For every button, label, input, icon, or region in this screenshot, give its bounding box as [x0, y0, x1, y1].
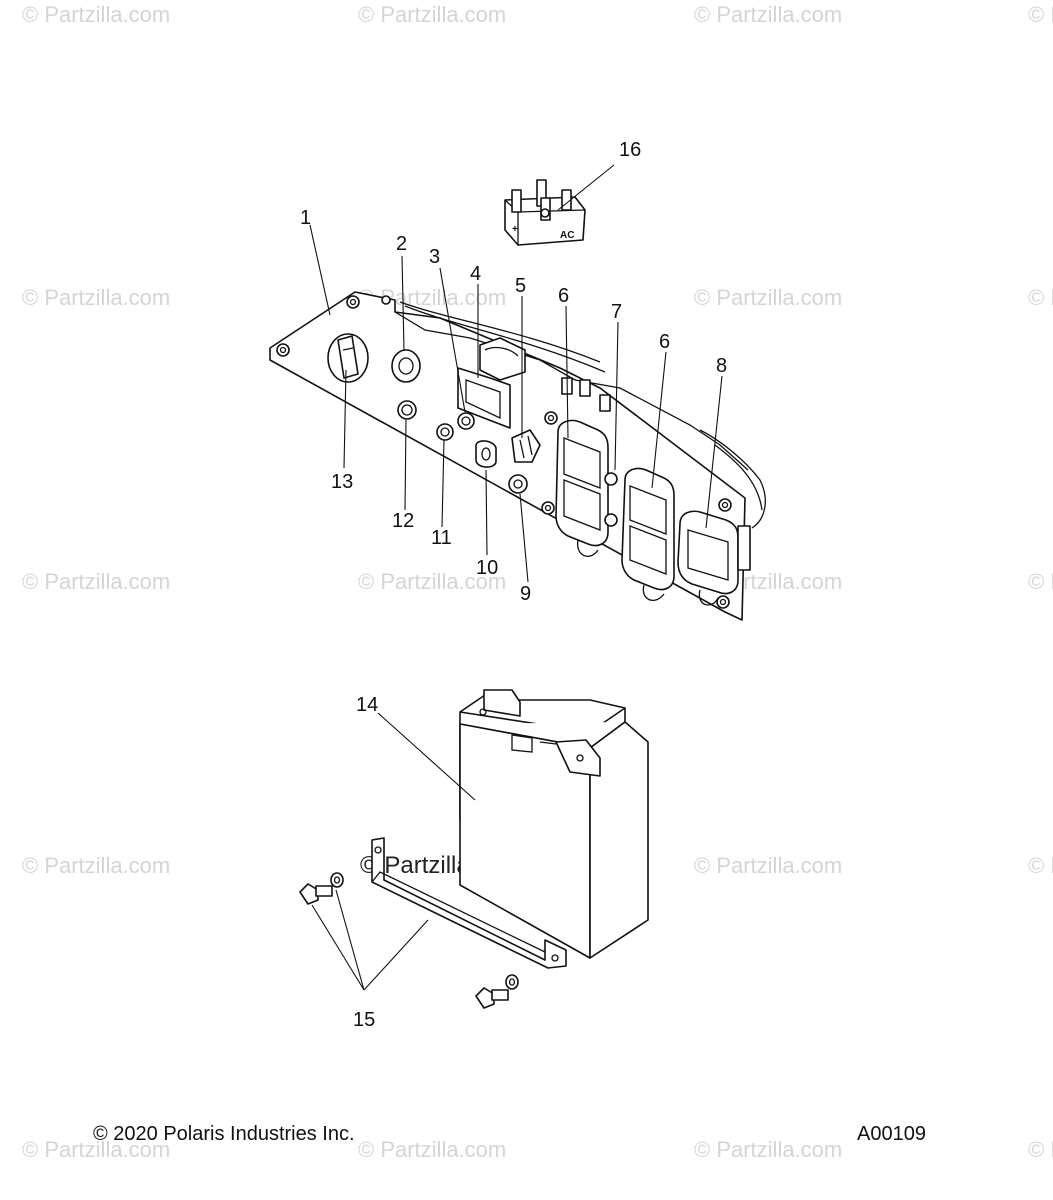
watermark: © Partzilla.com [22, 569, 170, 594]
callout-12: 12 [392, 510, 414, 532]
callout-8: 8 [716, 355, 727, 377]
rectifier-plus-label: + [512, 224, 518, 235]
callout-10: 10 [476, 557, 498, 579]
callout-15: 15 [353, 1009, 375, 1031]
battery [459, 689, 649, 959]
watermark: © Partzilla.com [694, 853, 842, 878]
watermark: © Partzilla.com [358, 2, 506, 27]
callout-2: 2 [396, 233, 407, 255]
figure-code: A00109 [857, 1123, 926, 1145]
callout-7: 7 [611, 301, 622, 323]
fuse-holder-9 [508, 429, 541, 494]
small-knob-12 [397, 400, 417, 420]
outlet-8 [677, 510, 751, 606]
battery-bracket [371, 837, 567, 969]
rotary-knob [327, 333, 369, 383]
hour-meter [457, 337, 526, 429]
watermark: © Partzilla.com [1028, 569, 1053, 594]
callout-4: 4 [470, 263, 481, 285]
watermark: © Partzilla.com [1028, 1137, 1053, 1162]
callout-9: 9 [520, 583, 531, 605]
watermark: © Partzilla.com [22, 285, 170, 310]
watermark: © Partzilla.com [694, 285, 842, 310]
watermark: © Partzilla.com [22, 853, 170, 878]
leader-lines [309, 164, 723, 991]
indicator-light [391, 349, 421, 383]
watermark: © Partzilla.com [22, 1137, 170, 1162]
watermark: © Partzilla.com [22, 2, 170, 27]
callout-6b: 6 [659, 331, 670, 353]
outlet-6a [555, 419, 618, 557]
callout-13: 13 [331, 471, 353, 493]
rectifier-ac-label: AC [560, 230, 574, 241]
callout-11: 11 [431, 527, 452, 549]
watermark: © Partzilla.com [358, 569, 506, 594]
callout-5: 5 [515, 275, 526, 297]
callout-1: 1 [300, 207, 311, 229]
callout-6a: 6 [558, 285, 569, 307]
grommet-11 [436, 423, 454, 441]
watermark-grid: © Partzilla.com © Partzilla.com © Partzi… [22, 2, 1053, 1162]
watermark: © Partzilla.com [694, 1137, 842, 1162]
callouts: 1 2 3 4 5 6 7 6 8 9 10 11 12 13 14 15 16 [300, 139, 727, 1031]
watermark: © Partzilla.com [694, 2, 842, 27]
bolt-washer-set-right [475, 974, 519, 1009]
copyright-notice: © 2020 Polaris Industries Inc. [93, 1123, 355, 1145]
watermark: © Partzilla.com [1028, 285, 1053, 310]
callout-14: 14 [356, 694, 378, 716]
callout-16: 16 [619, 139, 641, 161]
bolt-washer-set-left [299, 872, 344, 905]
outlet-10 [475, 440, 497, 468]
watermark: © Partzilla.com [1028, 853, 1053, 878]
watermark: © Partzilla.com [1028, 2, 1053, 27]
callout-3: 3 [429, 246, 440, 268]
rectifier: + AC [504, 179, 586, 246]
watermark: © Partzilla.com [358, 1137, 506, 1162]
small-knob-3 [457, 412, 475, 430]
outlet-6b [621, 467, 675, 602]
